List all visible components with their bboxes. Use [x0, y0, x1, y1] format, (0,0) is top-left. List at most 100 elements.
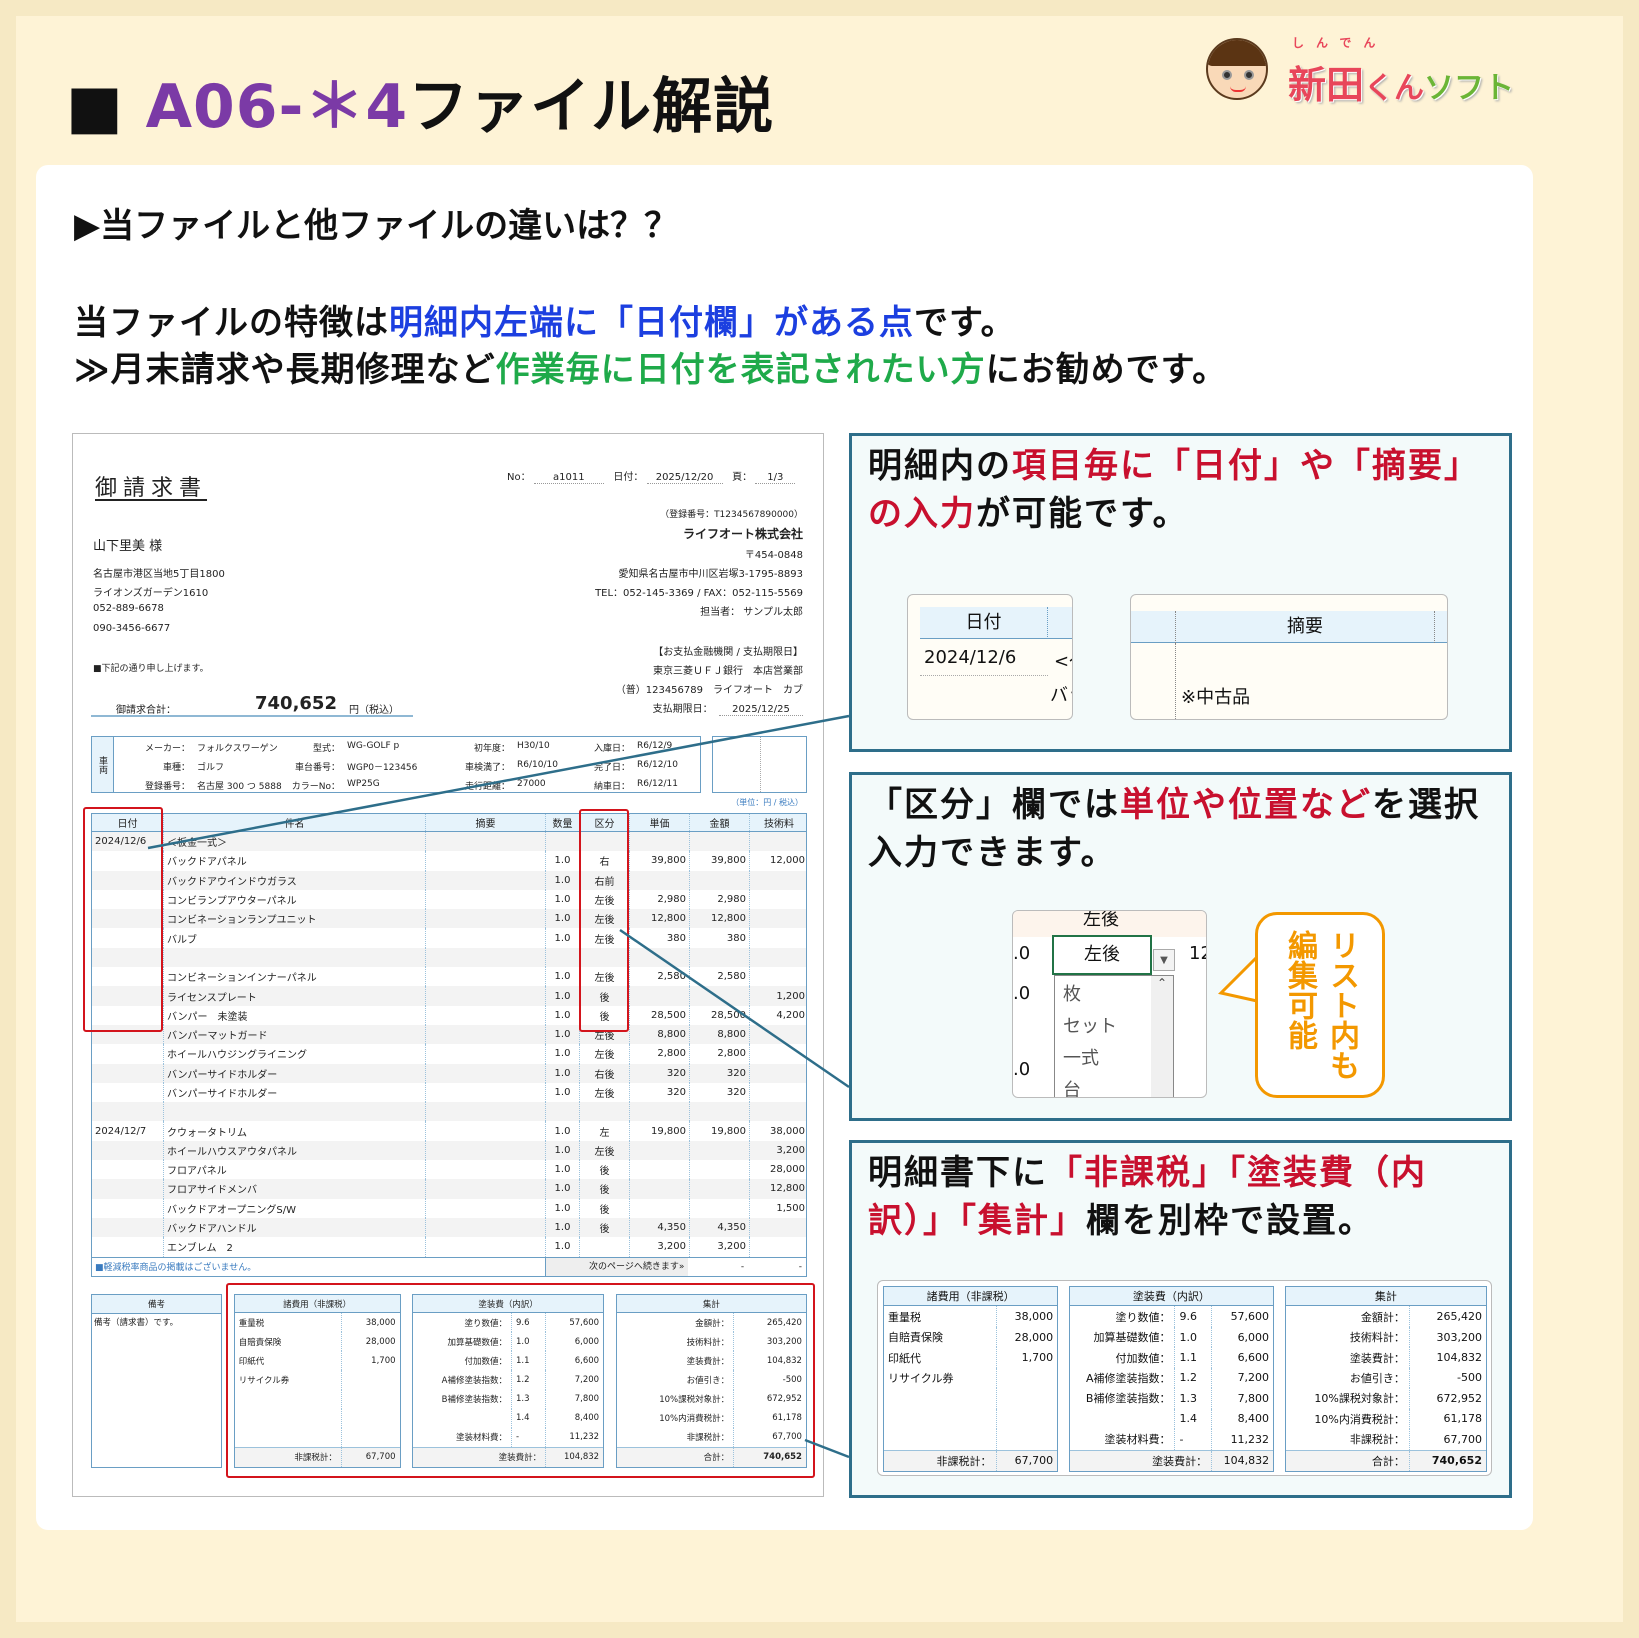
cell-item[interactable]: バルブ	[164, 928, 426, 948]
cell-tech-fee[interactable]	[750, 948, 808, 967]
cell-memo[interactable]	[426, 1160, 546, 1180]
cell-memo[interactable]	[426, 1217, 546, 1238]
cell-memo[interactable]	[426, 1179, 546, 1199]
cell-qty[interactable]: 1.0	[546, 851, 580, 871]
cell-item[interactable]: フロアパネル	[164, 1160, 426, 1180]
cell-date[interactable]	[92, 1179, 164, 1199]
cell-memo[interactable]	[426, 870, 546, 890]
cell-category[interactable]: 左後	[580, 1082, 630, 1103]
cell-category[interactable]: 左後	[580, 1044, 630, 1064]
cell-memo[interactable]	[426, 909, 546, 929]
cell-item[interactable]: バンパーマットガード	[164, 1024, 426, 1045]
cell-unit-price[interactable]: 3,200	[630, 1237, 690, 1257]
cell-amount[interactable]: 2,800	[690, 1044, 750, 1064]
cell-item[interactable]: バックドアオープニングS/W	[164, 1198, 426, 1218]
cell-memo[interactable]	[426, 851, 546, 871]
cell-item[interactable]: ＜板金一式＞	[164, 832, 426, 852]
cell-amount[interactable]	[690, 1102, 750, 1122]
cell-tech-fee[interactable]: 38,000	[770, 1125, 805, 1137]
cell-memo[interactable]	[426, 1063, 546, 1083]
cell-unit-price[interactable]: 2,800	[630, 1044, 690, 1064]
cell-amount[interactable]	[690, 1160, 750, 1180]
cell-date[interactable]	[92, 947, 164, 968]
cell-tech-fee[interactable]: 1,200	[776, 990, 805, 1002]
cell-category[interactable]: 後	[580, 1217, 630, 1238]
cell-tech-fee[interactable]	[750, 1083, 808, 1102]
cell-unit-price[interactable]	[630, 1179, 690, 1199]
cell-date[interactable]	[92, 1102, 164, 1122]
cell-memo[interactable]	[426, 1237, 546, 1257]
cell-unit-price[interactable]	[630, 870, 690, 890]
cell-qty[interactable]: 1.0	[546, 928, 580, 948]
cell-unit-price[interactable]: 320	[630, 1082, 690, 1103]
dropdown-option[interactable]: 台	[1063, 1080, 1081, 1098]
cell-category[interactable]	[580, 1237, 630, 1257]
cell-item[interactable]: ホイールハウジングライニング	[164, 1044, 426, 1064]
cell-memo[interactable]	[426, 1024, 546, 1045]
cell-unit-price[interactable]	[630, 986, 690, 1006]
cell-tech-fee[interactable]	[750, 909, 808, 928]
cell-item[interactable]: コンビネーションランプユニット	[164, 909, 426, 929]
cell-category[interactable]: 左後	[580, 889, 630, 910]
cell-item[interactable]: バンパー 未塗装	[164, 1005, 426, 1025]
cell-tech-fee[interactable]	[750, 1218, 808, 1237]
cell-qty[interactable]: 1.0	[546, 1217, 580, 1238]
cell-category[interactable]: 後	[580, 1198, 630, 1218]
dropdown-arrow-icon[interactable]: ▼	[1153, 949, 1175, 971]
cell-amount[interactable]	[690, 1179, 750, 1199]
cell-item[interactable]: バンパーサイドホルダー	[164, 1082, 426, 1103]
cell-category[interactable]: 右後	[580, 1063, 630, 1083]
cell-tech-fee[interactable]	[750, 928, 808, 947]
cell-unit-price[interactable]: 2,580	[630, 967, 690, 987]
cell-date[interactable]	[92, 1217, 164, 1238]
cell-date[interactable]	[92, 1140, 164, 1161]
cell-unit-price[interactable]	[630, 1102, 690, 1122]
cell-amount[interactable]: 320	[690, 1082, 750, 1103]
cell-item[interactable]: フロアサイドメンバ	[164, 1179, 426, 1199]
cell-date[interactable]	[92, 1044, 164, 1064]
cell-amount[interactable]: 4,350	[690, 1217, 750, 1238]
cell-unit-price[interactable]: 2,980	[630, 889, 690, 910]
cell-memo[interactable]	[426, 1121, 546, 1141]
cell-qty[interactable]: 1.0	[546, 1063, 580, 1083]
cell-tech-fee[interactable]	[750, 832, 808, 851]
cell-memo[interactable]	[426, 986, 546, 1006]
cell-qty[interactable]	[546, 947, 580, 968]
cell-amount[interactable]: 3,200	[690, 1237, 750, 1257]
cell-item[interactable]: バックドアハンドル	[164, 1217, 426, 1238]
cell-date[interactable]	[92, 851, 164, 871]
cell-unit-price[interactable]: 380	[630, 928, 690, 948]
cell-unit-price[interactable]: 4,350	[630, 1217, 690, 1238]
cell-qty[interactable]: 1.0	[546, 1140, 580, 1161]
cell-amount[interactable]	[690, 947, 750, 968]
cell-memo[interactable]	[426, 1005, 546, 1025]
cell-item[interactable]: バンパーサイドホルダー	[164, 1063, 426, 1083]
cell-date[interactable]	[92, 1063, 164, 1083]
cell-qty[interactable]: 1.0	[546, 1024, 580, 1045]
cell-unit-price[interactable]: 8,800	[630, 1024, 690, 1045]
cell-qty[interactable]: 1.0	[546, 889, 580, 910]
cell-category[interactable]: 後	[580, 1179, 630, 1199]
cell-unit-price[interactable]: 28,500	[630, 1005, 690, 1025]
category-selected-cell[interactable]: 左後	[1052, 935, 1152, 975]
date-sample-value[interactable]: 2024/12/6	[924, 647, 1017, 668]
cell-memo[interactable]	[426, 889, 546, 910]
cell-date[interactable]	[92, 1024, 164, 1045]
table-row[interactable]	[92, 1102, 806, 1122]
cell-qty[interactable]: 1.0	[546, 1160, 580, 1180]
cell-amount[interactable]	[690, 832, 750, 852]
cell-item[interactable]	[164, 947, 426, 968]
cell-qty[interactable]	[546, 1102, 580, 1122]
cell-tech-fee[interactable]: 3,200	[776, 1144, 805, 1156]
cell-tech-fee[interactable]	[750, 890, 808, 909]
